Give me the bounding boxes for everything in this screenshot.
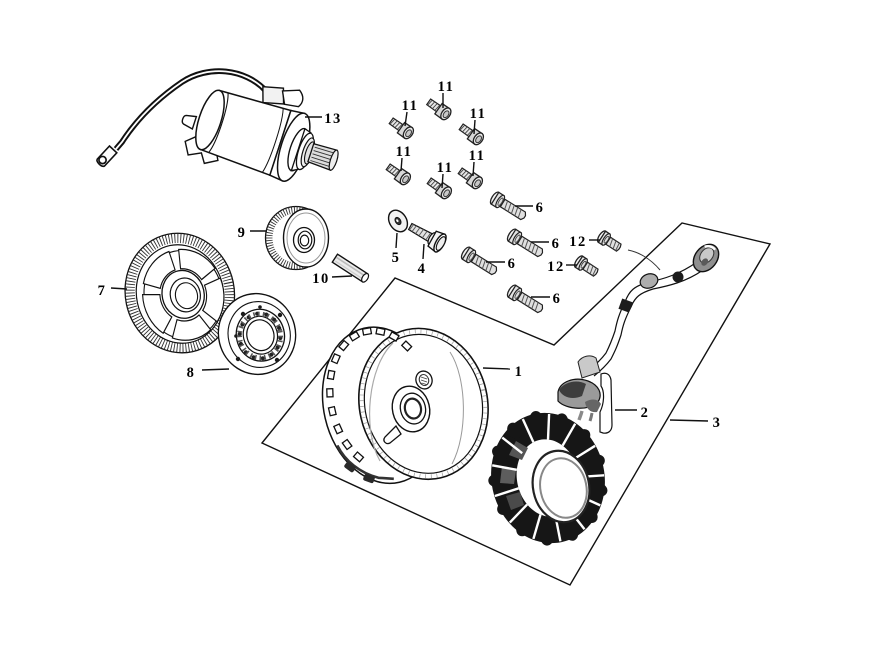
svg-text:1: 1 <box>515 364 524 380</box>
svg-text:6: 6 <box>536 200 545 216</box>
svg-text:11: 11 <box>402 98 419 114</box>
svg-text:11: 11 <box>396 144 413 160</box>
svg-text:3: 3 <box>713 415 722 431</box>
svg-text:7: 7 <box>98 283 107 299</box>
svg-text:4: 4 <box>418 261 427 277</box>
svg-text:5: 5 <box>392 250 401 266</box>
svg-text:6: 6 <box>508 256 517 272</box>
svg-text:11: 11 <box>437 160 454 176</box>
svg-text:6: 6 <box>552 236 561 252</box>
svg-text:13: 13 <box>324 111 342 127</box>
svg-text:11: 11 <box>438 79 455 95</box>
svg-text:12: 12 <box>547 259 565 275</box>
svg-text:10: 10 <box>312 271 330 287</box>
svg-text:11: 11 <box>470 106 487 122</box>
svg-text:12: 12 <box>569 234 587 250</box>
svg-text:9: 9 <box>238 225 247 241</box>
svg-text:11: 11 <box>469 148 486 164</box>
svg-text:2: 2 <box>641 405 650 421</box>
svg-text:6: 6 <box>553 291 562 307</box>
svg-text:8: 8 <box>187 365 196 381</box>
